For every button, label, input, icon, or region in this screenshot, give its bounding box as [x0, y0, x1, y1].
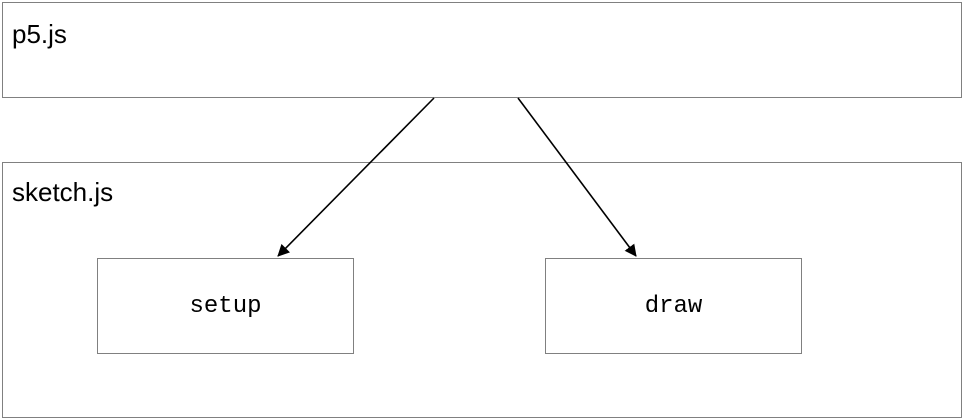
setup-function-label: setup	[189, 292, 262, 320]
setup-function-box: setup	[97, 258, 354, 354]
sketch-js-label: sketch.js	[12, 177, 114, 207]
p5js-box: p5.js	[2, 2, 962, 98]
p5js-label: p5.js	[12, 19, 67, 49]
draw-function-box: draw	[545, 258, 802, 354]
draw-function-label: draw	[644, 292, 703, 320]
